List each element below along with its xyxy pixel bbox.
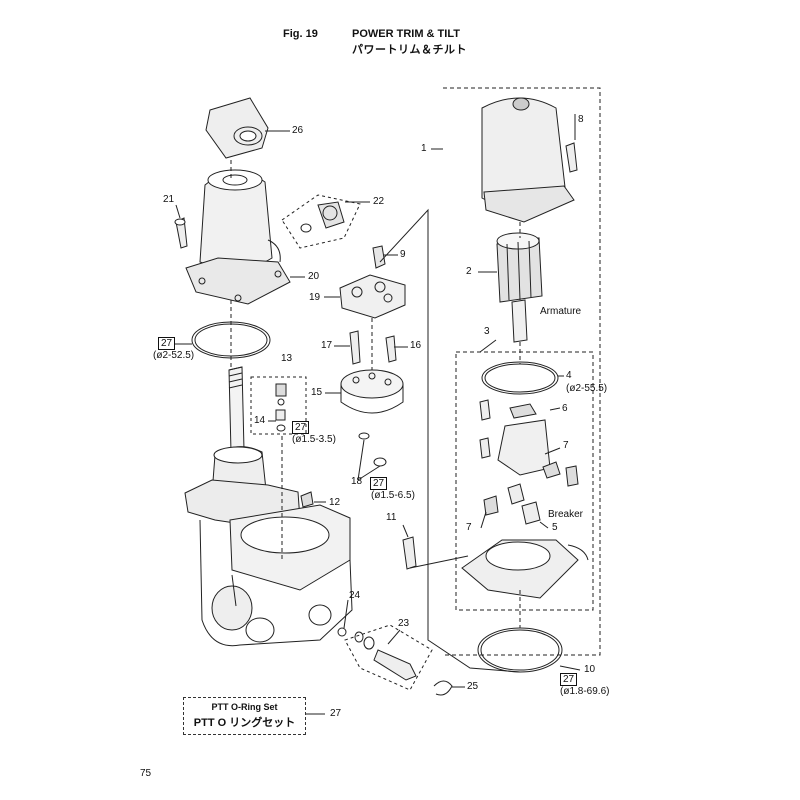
callout-13: 13: [281, 353, 293, 364]
part-21-bolt: [174, 217, 188, 249]
part-15-pump: [340, 369, 404, 414]
part-14-valve: [275, 383, 287, 432]
part-2-armature: [496, 232, 543, 343]
callout-22: 22: [373, 196, 385, 207]
part-1-motor-yoke: [481, 97, 575, 223]
callout-24: 24: [349, 590, 361, 601]
part-10-oring: [477, 627, 563, 673]
part-17-bolt: [349, 330, 361, 365]
part-26-cap: [205, 97, 269, 159]
part-4-oring: [481, 361, 559, 395]
part-19-manifold: [339, 274, 406, 319]
part-24-oring: [337, 627, 347, 637]
brush-holder-group-box: [455, 351, 594, 611]
callout-14: 14: [254, 415, 266, 426]
figure-title-jp: パワートリム＆チルト: [352, 44, 467, 56]
label-breaker: Breaker: [548, 509, 584, 520]
callout-19: 19: [309, 292, 321, 303]
brush-holder-parts: [479, 399, 579, 525]
spec-27-pump: (ø1.5-6.5): [371, 490, 415, 501]
alignment-lines: [230, 160, 521, 628]
callout-9: 9: [400, 249, 406, 260]
figure-number: Fig. 19: [283, 28, 318, 40]
callout-18: 18: [351, 476, 363, 487]
callout-21: 21: [163, 194, 175, 205]
part-12-plug: [300, 491, 314, 508]
figure-title-en: POWER TRIM & TILT: [352, 28, 460, 40]
part-16-bolt: [385, 335, 397, 363]
callout-3: 3: [484, 326, 490, 337]
callout-27-cylinder: 27: [158, 337, 176, 350]
spec-4: (ø2-55.5): [566, 383, 608, 394]
callout-27-legend: 27: [330, 708, 342, 719]
callout-2: 2: [466, 266, 472, 277]
main-housing: [184, 479, 353, 647]
part-9-pin: [372, 245, 386, 269]
spec-10: (ø1.8-69.6): [560, 686, 610, 697]
part-20-cylinder: [185, 169, 291, 305]
part-23-valve: [354, 631, 417, 681]
callout-26: 26: [292, 125, 304, 136]
spec-27-valve: (ø1.5-3.5): [292, 434, 336, 445]
callout-8: 8: [578, 114, 584, 125]
part-piston-rod: [211, 366, 267, 500]
callout-11: 11: [386, 512, 397, 523]
valve-group-box: [250, 376, 307, 435]
valve-22-group-box: [281, 194, 361, 249]
part-8-bolt: [565, 142, 578, 173]
oring-set-legend: PTT O-Ring Set PTT O リングセット: [183, 697, 306, 735]
callout-27-valve: 27: [292, 421, 310, 434]
callout-10: 10: [584, 664, 596, 675]
label-armature: Armature: [540, 306, 582, 317]
callout-7-upper: 7: [563, 440, 569, 451]
callout-27-pump: 27: [370, 477, 388, 490]
motor-assembly-group-box: [443, 87, 601, 656]
callout-25: 25: [467, 681, 479, 692]
callout-4: 4: [566, 370, 572, 381]
part-11-bolt: [402, 536, 417, 570]
callout-23: 23: [398, 618, 410, 629]
legend-name-en: PTT O-Ring Set: [211, 702, 278, 712]
callout-12: 12: [329, 497, 341, 508]
page-number: 75: [140, 768, 152, 779]
part-18-oring: [358, 432, 370, 440]
part-25-circlip: [433, 680, 453, 696]
callout-6: 6: [562, 403, 568, 414]
solid-guide-lines: [379, 208, 521, 673]
leader-lines: [175, 114, 581, 715]
motor-base-plate: [461, 539, 589, 599]
part-22-valve: [300, 201, 345, 233]
legend-name-jp: PTT O リングセット: [193, 717, 296, 729]
callout-7-lower: 7: [466, 522, 472, 533]
spec-27-cylinder: (ø2-52.5): [153, 350, 195, 361]
callout-27-motor: 27: [560, 673, 578, 686]
callout-1: 1: [421, 143, 427, 154]
callout-17: 17: [321, 340, 333, 351]
callout-16: 16: [410, 340, 422, 351]
callout-20: 20: [308, 271, 320, 282]
callout-5: 5: [552, 522, 558, 533]
callout-15: 15: [311, 387, 323, 398]
